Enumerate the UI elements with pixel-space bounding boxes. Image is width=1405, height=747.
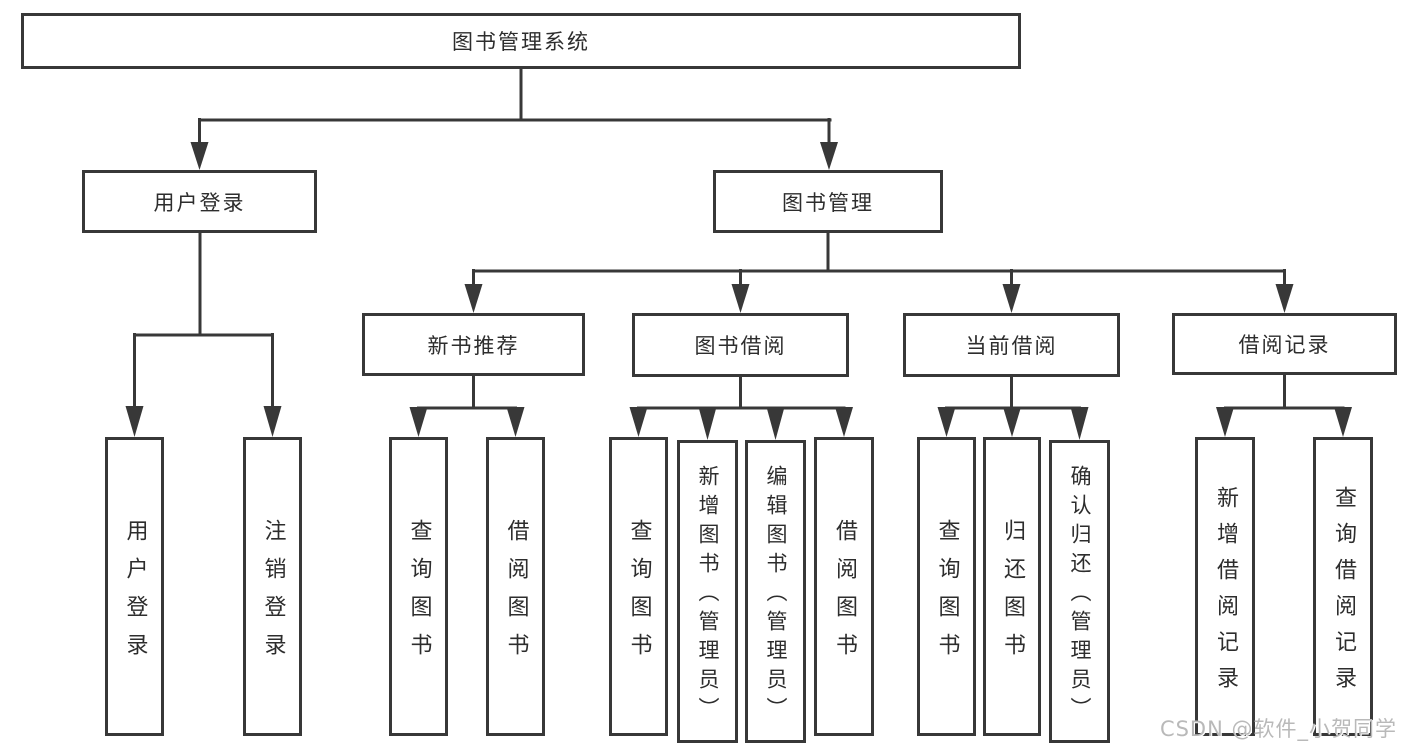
arrowhead-new-book [464,284,483,313]
node-newbook-borrow-books-label: 借阅图书 [503,518,529,671]
node-current-query-books-label: 查询图书 [934,518,960,671]
node-records-query-record: 查询借阅记录 [1313,437,1373,736]
node-library-system: 图书管理系统 [21,13,1021,69]
arrowhead-records-add [1216,407,1234,437]
arrowhead-borrow-query [629,407,648,437]
node-new-book-recommend-label: 新书推荐 [427,333,520,358]
arrowhead-current-confirm [1070,407,1089,440]
node-current-borrow-label: 当前借阅 [965,334,1058,358]
node-user-login-label: 用户登录 [153,190,246,215]
node-borrow-query-books-label: 查询图书 [626,518,652,671]
arrowhead-borrow-records [1275,284,1294,313]
node-borrow-records-label: 借阅记录 [1238,333,1331,357]
arrowhead-login-leaf [125,406,144,437]
node-borrow-borrow-books: 借阅图书 [814,437,874,736]
node-current-query-books: 查询图书 [917,437,976,736]
node-current-confirm-return-admin: 确认归还（管理员） [1049,440,1110,743]
node-current-borrow: 当前借阅 [903,313,1120,377]
node-book-management-label: 图书管理 [782,190,874,215]
node-current-confirm-return-admin-label: 确认归还（管理员） [1068,465,1092,726]
arrowhead-borrow-add [698,407,717,440]
node-borrow-records: 借阅记录 [1172,313,1397,375]
node-newbook-query-books: 查询图书 [389,437,448,736]
arrowhead-book-borrow [731,284,750,313]
node-logout: 注销登录 [243,437,302,736]
arrowhead-current-return [1003,407,1021,437]
node-newbook-query-books-label: 查询图书 [406,518,432,671]
node-book-borrow-label: 图书借阅 [694,334,787,358]
node-current-return-books: 归还图书 [983,437,1041,736]
node-book-management: 图书管理 [713,170,943,233]
arrowhead-newbook-query [409,407,428,437]
node-borrow-borrow-books-label: 借阅图书 [832,518,857,671]
node-borrow-query-books: 查询图书 [609,437,668,736]
arrowhead-book-management [820,142,838,170]
node-user-login-leaf: 用户登录 [105,437,164,736]
node-logout-label: 注销登录 [260,518,286,671]
arrowhead-current-borrow [1002,284,1021,313]
node-user-login: 用户登录 [82,170,317,233]
node-borrow-edit-books-admin: 编辑图书（管理员） [745,440,806,743]
node-newbook-borrow-books: 借阅图书 [486,437,545,736]
arrowhead-newbook-borrow [506,407,525,437]
node-user-login-leaf-label: 用户登录 [122,518,148,671]
node-library-system-label: 图书管理系统 [452,30,590,54]
node-records-add-record-label: 新增借阅记录 [1213,485,1238,702]
arrowhead-records-query [1334,407,1352,437]
node-current-return-books-label: 归还图书 [1000,518,1025,671]
arrowhead-borrow-edit [766,407,785,440]
node-borrow-add-books-admin-label: 新增图书（管理员） [696,465,720,726]
arrowhead-user-login [190,142,209,170]
node-book-borrow: 图书借阅 [632,313,849,377]
arrowhead-current-query [937,407,956,437]
arrowhead-borrow-borrow [835,407,853,437]
node-records-add-record: 新增借阅记录 [1195,437,1255,736]
node-borrow-edit-books-admin-label: 编辑图书（管理员） [764,465,788,726]
node-records-query-record-label: 查询借阅记录 [1331,485,1356,702]
node-new-book-recommend: 新书推荐 [362,313,585,376]
node-borrow-add-books-admin: 新增图书（管理员） [677,440,738,743]
arrowhead-logout-leaf [263,406,282,437]
csdn-watermark: CSDN @软件_小贺同学 [1159,717,1397,741]
